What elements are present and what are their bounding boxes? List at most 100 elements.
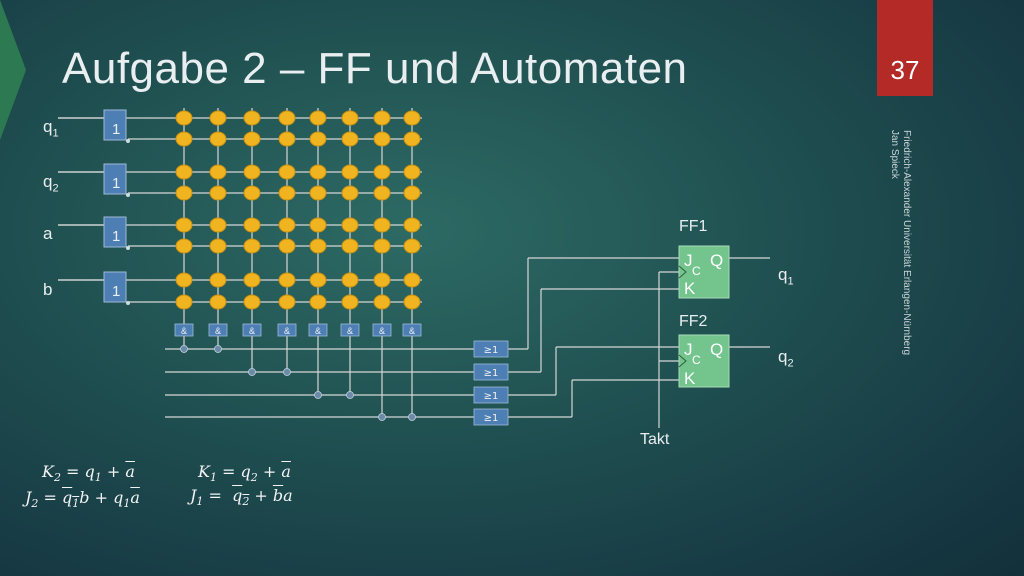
crosspoint-node	[373, 110, 391, 126]
crosspoint-node	[341, 294, 359, 310]
junction-dot	[346, 391, 354, 399]
junction-dot	[283, 368, 291, 376]
ff1-k: K	[684, 279, 696, 298]
and-gate	[208, 323, 228, 337]
crosspoint-node	[175, 131, 193, 147]
crosspoint-node	[309, 294, 327, 310]
and-gate-label: &	[347, 326, 353, 336]
clock-marker	[678, 265, 687, 279]
crosspoint-node	[243, 110, 261, 126]
and-gate-label: &	[249, 326, 255, 336]
junction-dot	[408, 413, 416, 421]
ff1-c: C	[692, 264, 701, 278]
crosspoint-node	[278, 185, 296, 201]
flipflop-ff1	[678, 245, 730, 299]
crosspoint-node	[209, 238, 227, 254]
or-gate	[473, 386, 509, 404]
crosspoint-node	[373, 294, 391, 310]
or-gate	[473, 363, 509, 381]
or-gate	[473, 340, 509, 358]
and-gate-label: &	[284, 326, 290, 336]
crosspoint-node	[403, 110, 421, 126]
crosspoint-node	[373, 272, 391, 288]
ff2-k: K	[684, 369, 696, 388]
inverter-dot	[126, 246, 130, 250]
crosspoint-node	[278, 164, 296, 180]
crosspoint-node	[341, 164, 359, 180]
crosspoint-node	[309, 238, 327, 254]
crosspoint-node	[403, 272, 421, 288]
crosspoint-node	[243, 164, 261, 180]
ff1-name: FF1	[679, 218, 708, 235]
ff2-output-label: q2	[778, 347, 794, 370]
crosspoint-node	[309, 272, 327, 288]
crosspoint-node	[243, 294, 261, 310]
and-gate	[242, 323, 262, 337]
crosspoint-node	[209, 272, 227, 288]
and-gate-label: &	[379, 326, 385, 336]
crosspoint-node	[243, 131, 261, 147]
junction-dot	[248, 368, 256, 376]
or-gate	[473, 408, 509, 426]
formula-j2: J2 = q1b + q1a	[25, 488, 140, 511]
crosspoint-node	[209, 110, 227, 126]
or-gate-label: ≥1	[484, 345, 499, 356]
crosspoint-node	[278, 272, 296, 288]
junction-dot	[314, 391, 322, 399]
crosspoint-node	[209, 164, 227, 180]
crosspoint-node	[403, 164, 421, 180]
crosspoint-node	[373, 217, 391, 233]
crosspoint-node	[341, 110, 359, 126]
crosspoint-node	[373, 185, 391, 201]
junction-dot	[214, 345, 222, 353]
crosspoint-node	[209, 131, 227, 147]
crosspoint-node	[309, 185, 327, 201]
crosspoint-node	[403, 217, 421, 233]
and-gate	[372, 323, 392, 337]
crosspoint-node	[175, 238, 193, 254]
crosspoint-node	[175, 185, 193, 201]
buffer-gate	[103, 109, 127, 141]
crosspoint-node	[341, 217, 359, 233]
crosspoint-node	[278, 294, 296, 310]
ff2-name: FF2	[679, 313, 708, 330]
crosspoint-node	[341, 272, 359, 288]
crosspoint-node	[373, 238, 391, 254]
crosspoint-node	[341, 238, 359, 254]
slide-number: 37	[877, 0, 933, 96]
crosspoint-node	[403, 238, 421, 254]
crosspoint-node	[175, 164, 193, 180]
crosspoint-node	[209, 185, 227, 201]
and-gate	[277, 323, 297, 337]
corner-accent	[0, 0, 26, 140]
formula-k2: K2 = q1 + a	[42, 462, 135, 485]
crosspoint-node	[243, 272, 261, 288]
crosspoint-node	[243, 185, 261, 201]
crosspoint-node	[209, 217, 227, 233]
buffer-label: 1	[112, 283, 121, 300]
crosspoint-node	[309, 131, 327, 147]
inverter-dot	[126, 193, 130, 197]
buffer-gate	[103, 163, 127, 195]
inverter-dot	[126, 301, 130, 305]
formula-j1: J1 = q2 + ba	[190, 486, 293, 509]
crosspoint-node	[243, 238, 261, 254]
crosspoint-node	[175, 217, 193, 233]
ff1-q: Q	[710, 251, 724, 270]
crosspoint-node	[278, 238, 296, 254]
input-label-q1: q1	[43, 117, 59, 140]
crosspoint-node	[175, 272, 193, 288]
junction-dot	[180, 345, 188, 353]
crosspoint-node	[209, 294, 227, 310]
and-gate	[402, 323, 422, 337]
input-label-q2: q2	[43, 172, 59, 195]
crosspoint-node	[341, 131, 359, 147]
crosspoint-node	[373, 164, 391, 180]
formula-k1: K1 = q2 + a	[198, 462, 291, 485]
buffer-label: 1	[112, 121, 121, 138]
and-gate	[340, 323, 360, 337]
and-gate-label: &	[315, 326, 321, 336]
and-gate-label: &	[181, 326, 187, 336]
and-gate-label: &	[215, 326, 221, 336]
